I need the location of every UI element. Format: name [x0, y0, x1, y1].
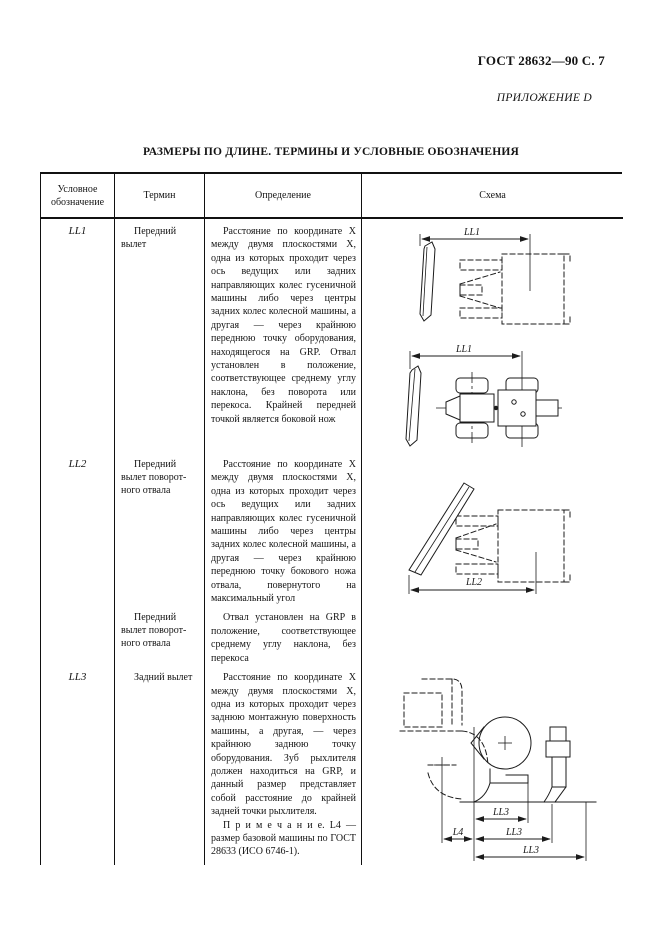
- dimension-label-l4: L4: [452, 827, 464, 838]
- ll1-top-view-diagram: LL1: [405, 344, 562, 447]
- blade-shape: [419, 241, 436, 322]
- ripper-shape: [543, 726, 571, 803]
- column-header-schema: Схема: [361, 174, 623, 219]
- definition-cell: Расстояние по координате X между двумя п…: [204, 219, 361, 452]
- drawbar-bracket: [473, 768, 529, 803]
- note-text: П р и м е ч а н и е. L4 — размер базовой…: [211, 819, 356, 858]
- dimension-label-ll3-mid: LL3: [505, 827, 522, 838]
- terms-table: Условное обозна­чение Термин Определение…: [40, 172, 623, 866]
- machine-body: [445, 389, 559, 427]
- dimension-label-ll1: LL1: [463, 227, 480, 238]
- column-header-term: Термин: [114, 174, 204, 219]
- dimension-ll1: LL1: [419, 227, 531, 291]
- term-cell: Передний вылет поворот­ного отвала: [114, 452, 204, 606]
- machine-outline: [455, 509, 571, 583]
- dimension-l4-and-ll3-mid: L4 LL3: [443, 827, 551, 842]
- definition-cell: Отвал установлен на GRP в положение, соо…: [204, 605, 361, 666]
- dimension-ll3-outer: LL3: [475, 845, 585, 860]
- machine-outline: [459, 253, 571, 325]
- dimension-label-ll2: LL2: [465, 577, 482, 588]
- designation-cell: LL1: [68, 225, 87, 237]
- term-cell: Задний вылет: [114, 665, 204, 866]
- dimension-label-ll1: LL1: [455, 344, 472, 355]
- definition-text: Расстояние по координате X между двумя п…: [211, 672, 356, 818]
- column-header-definition: Определение: [204, 174, 361, 219]
- column-header-designation: Условное обозна­чение: [41, 174, 114, 219]
- term-cell: Передний вылет поворот­ного отвала: [114, 605, 204, 666]
- schema-cell: LL3 L4 LL3 LL3: [361, 665, 623, 866]
- schema-cell: [361, 605, 623, 666]
- dimension-label-ll3-outer: LL3: [522, 845, 539, 856]
- blade-shape: [408, 482, 475, 576]
- dimension-ll3-inner: LL3: [475, 807, 527, 822]
- definition-cell: Расстояние по координате X между двумя п…: [204, 665, 361, 866]
- machine-outline: [399, 678, 489, 800]
- definition-cell: Расстояние по координате X между двумя п…: [204, 452, 361, 606]
- front-center-mark: [434, 757, 450, 774]
- ll1-plan-diagram: LL1: [419, 227, 571, 325]
- sprocket-wheel: [470, 716, 532, 770]
- dimension-label-ll3-inner: LL3: [492, 807, 509, 818]
- dimension-extensions: [441, 727, 587, 862]
- schema-cell: LL1: [361, 219, 623, 452]
- dimension-ll2: LL2: [408, 552, 537, 594]
- page-title: РАЗМЕРЫ ПО ДЛИНЕ. ТЕРМИНЫ И УСЛОВНЫЕ ОБО…: [142, 146, 520, 158]
- appendix-label: ПРИЛОЖЕНИЕ D: [496, 92, 592, 104]
- ll3-side-diagram: LL3 L4 LL3 LL3: [399, 678, 597, 862]
- term-cell: Передний вылет: [114, 219, 204, 452]
- ll2-plan-diagram: LL2: [408, 482, 571, 594]
- designation-cell: LL2: [68, 458, 87, 470]
- designation-cell: LL3: [68, 671, 87, 684]
- blade-shape: [405, 365, 422, 447]
- designation-cell: [41, 605, 114, 665]
- schema-cell: LL2: [361, 452, 623, 606]
- standard-reference: ГОСТ 28632—90 С. 7: [477, 53, 605, 68]
